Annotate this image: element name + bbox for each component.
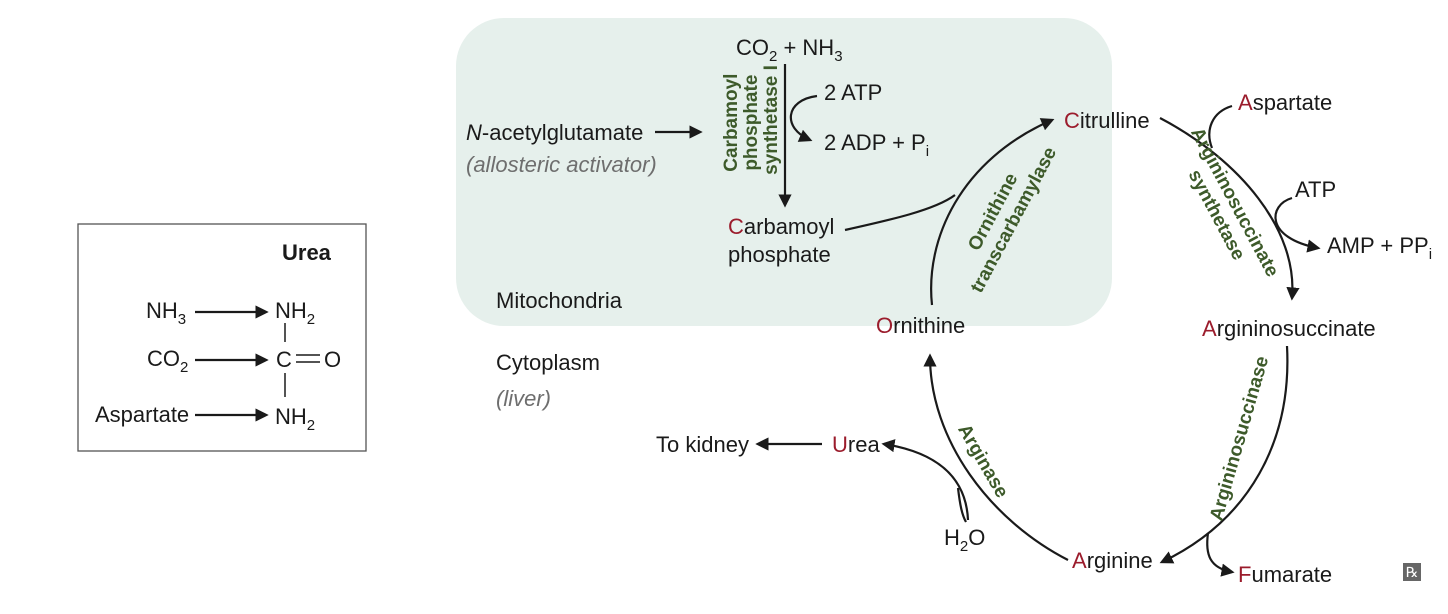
arginine-label: Arginine [1072,548,1153,573]
fumarate-out-arrow [1206,532,1235,577]
mito-adp-label: 2 ADP + Pi [824,130,929,160]
carbamoyl-phosphate-label-2: phosphate [728,242,831,267]
carbamoyl-to-citrulline-arrow [844,194,956,232]
citrulline-label: Citrulline [1064,108,1150,133]
ornithine-label: Ornithine [876,313,965,338]
arginine-to-ornithine-arrow [923,353,1069,561]
argininosuccinate-to-arginine-arrow [1159,345,1289,564]
atp-in-amp-out-arrow [1274,196,1321,253]
mito-atp-label: 2 ATP [824,80,882,105]
urea-input-aspartate: Aspartate [95,402,189,427]
ornithine-to-citrulline-arrow [930,118,1055,306]
urea-out-arrow [881,439,970,521]
urea-product-label: Urea [832,432,880,457]
co2-nh3-label: CO2 + NH3 [736,35,843,65]
h2o-in-line [956,487,967,523]
liver-label: (liver) [496,386,551,411]
cps1-enzyme-label: Carbamoyl phosphate synthetase I [721,65,782,175]
cycle-atp-label: ATP [1295,177,1336,202]
urea-input-co2: CO2 [147,346,188,376]
fumarate-label: Fumarate [1238,562,1332,587]
cytoplasm-label: Cytoplasm [496,350,600,375]
urea-structure-box: Urea NH3 CO2 Aspartate NH2 C O NH2 [77,223,367,452]
argininosuccinase-label: Argininosuccinase [1206,354,1273,523]
atp-branch-arrow [789,94,818,142]
citrulline-to-argininosuccinate-arrow [1159,117,1300,301]
n-acetylglutamate-label: N-acetylglutamate [466,120,643,145]
urea-carbon: C [276,347,292,372]
amp-ppi-label: AMP + PPi [1327,233,1432,263]
rx-logo: ℞ [1406,565,1419,581]
aspartate-in-arrow [1208,104,1233,149]
h2o-label: H2O [944,525,985,555]
to-kidney-label: To kidney [656,432,749,457]
aspartate-label: Aspartate [1238,90,1332,115]
rx-logo-box [1403,563,1421,581]
urea-box-border [77,223,367,452]
urea-bottom-nh2: NH2 [275,404,315,434]
allosteric-activator-note: (allosteric activator) [466,152,657,177]
urea-input-nh3: NH3 [146,298,186,328]
urea-top-nh2: NH2 [275,298,315,328]
mitochondria-label: Mitochondria [496,288,623,313]
urea-oxygen: O [324,347,341,372]
carbamoyl-phosphate-label: Carbamoyl [728,214,834,239]
argininosuccinate-label: Argininosuccinate [1202,316,1376,341]
urea-box-title: Urea [282,240,332,265]
